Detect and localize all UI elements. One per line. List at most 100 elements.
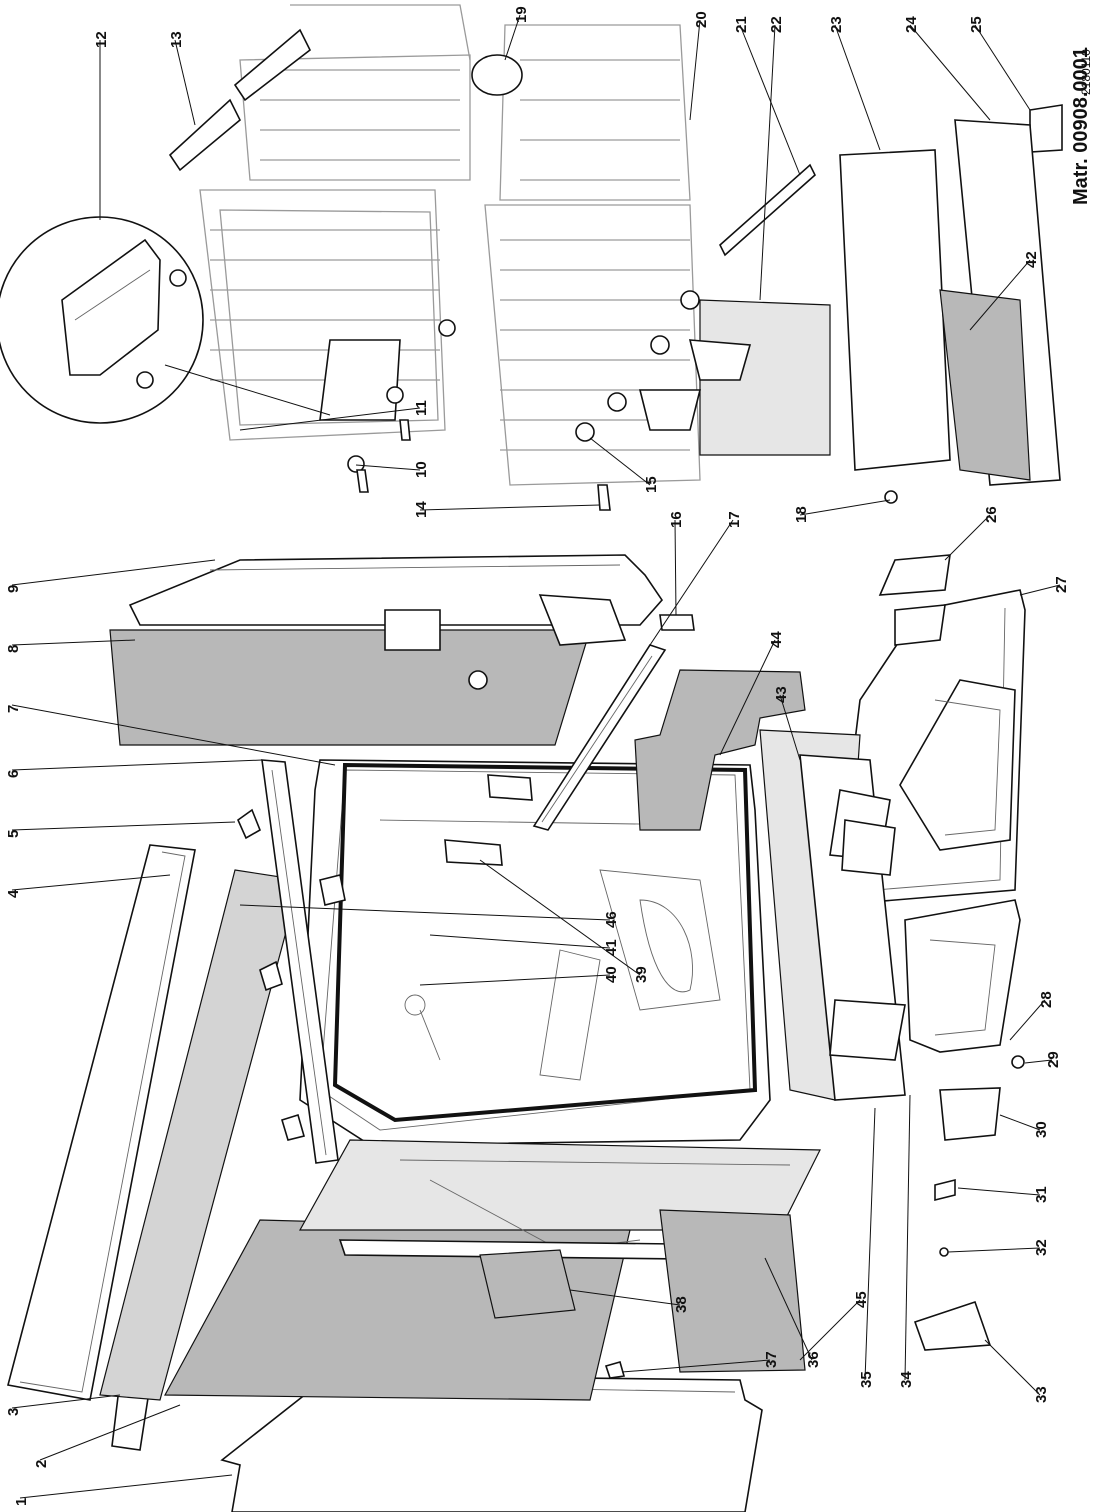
leader-32 — [947, 1247, 1041, 1253]
leader-11 — [239, 407, 421, 431]
spray-part-13a — [168, 98, 241, 172]
leader-25 — [974, 24, 1031, 111]
cap-16 — [659, 614, 695, 631]
callout-4: 4 — [5, 889, 22, 898]
callout-3: 3 — [5, 1408, 22, 1416]
leader-19 — [504, 14, 521, 61]
leader-17 — [649, 519, 734, 646]
leader-9 — [11, 559, 216, 586]
callout-23: 23 — [828, 16, 845, 33]
leader-4 — [11, 874, 171, 891]
callout-35: 35 — [858, 1371, 875, 1388]
cap-19 — [471, 54, 523, 96]
rail-17 — [532, 644, 667, 831]
leader-1 — [19, 1474, 233, 1499]
callout-46: 46 — [603, 911, 620, 928]
leader-41 — [429, 934, 611, 949]
lower-basket — [484, 24, 701, 486]
leader-26 — [944, 514, 991, 561]
callout-15: 15 — [643, 476, 660, 493]
callout-38: 38 — [673, 1296, 690, 1313]
callout-29: 29 — [1045, 1051, 1062, 1068]
leader-44 — [719, 639, 776, 756]
upper-rail — [261, 759, 339, 1164]
callout-43: 43 — [773, 686, 790, 703]
callout-22: 22 — [768, 16, 785, 33]
side-panel-right — [109, 554, 664, 746]
callout-8: 8 — [5, 645, 22, 653]
callout-16: 16 — [668, 511, 685, 528]
screw-31 — [934, 1178, 956, 1202]
drawing-title: Matr. 00908.0001 — [1070, 47, 1092, 205]
callout-36: 36 — [805, 1351, 822, 1368]
leader-21 — [739, 24, 801, 176]
callout-42: 42 — [1023, 251, 1040, 268]
clip-37 — [604, 1361, 626, 1379]
callout-7: 7 — [5, 705, 22, 713]
leader-34 — [904, 1094, 911, 1381]
leader-7 — [11, 704, 336, 766]
grey-plate-38 — [479, 1249, 576, 1319]
leader-15 — [589, 437, 651, 486]
leader-18 — [799, 499, 891, 516]
leader-46 — [239, 904, 611, 921]
tub-body — [298, 759, 821, 1251]
callout-19: 19 — [513, 6, 530, 23]
leader-31 — [957, 1187, 1041, 1196]
door-assembly — [759, 589, 1026, 1101]
leader-16 — [674, 519, 677, 616]
leader-8 — [11, 639, 136, 646]
callout-32: 32 — [1033, 1239, 1050, 1256]
callout-12: 12 — [93, 31, 110, 48]
callout-5: 5 — [5, 830, 22, 838]
callout-45: 45 — [853, 1291, 870, 1308]
washer-32 — [939, 1247, 949, 1257]
spray-part-13b — [233, 28, 312, 102]
callout-20: 20 — [693, 11, 710, 28]
callout-13: 13 — [168, 31, 185, 48]
callout-28: 28 — [1038, 991, 1055, 1008]
callout-1: 1 — [13, 1498, 30, 1506]
leader-20 — [689, 19, 701, 121]
callout-40: 40 — [603, 966, 620, 983]
bracket-26 — [878, 554, 951, 596]
callout-18: 18 — [793, 506, 810, 523]
leader-33 — [984, 1339, 1041, 1396]
control-panel — [839, 119, 1061, 486]
strip-21 — [719, 163, 816, 257]
rack-holder-39 — [444, 774, 533, 866]
knob-25 — [1029, 104, 1063, 153]
callout-9: 9 — [5, 585, 22, 593]
callout-26: 26 — [983, 506, 1000, 523]
callout-21: 21 — [733, 16, 750, 33]
leader-43 — [779, 694, 801, 761]
top-cover — [7, 844, 196, 1401]
callout-31: 31 — [1033, 1186, 1050, 1203]
callout-14: 14 — [413, 501, 430, 518]
leader-23 — [834, 24, 881, 151]
bracket-45 — [659, 1209, 806, 1373]
leader-24 — [909, 24, 991, 121]
leader-37 — [621, 1359, 771, 1373]
detail-magnifier-12 — [0, 216, 331, 424]
callout-25: 25 — [968, 16, 985, 33]
callout-37: 37 — [763, 1351, 780, 1368]
insulation-44 — [634, 669, 806, 831]
leader-35 — [864, 1107, 876, 1381]
leader-28 — [1009, 999, 1046, 1041]
leader-27 — [1019, 584, 1061, 596]
leader-14 — [419, 504, 601, 511]
leader-lines — [11, 14, 1061, 1499]
callout-41: 41 — [603, 939, 620, 956]
callout-10: 10 — [413, 461, 430, 478]
leader-42 — [969, 259, 1031, 331]
leader-38 — [569, 1289, 681, 1306]
leader-3 — [11, 1394, 121, 1409]
cutlery-basket — [638, 299, 831, 456]
upper-basket — [199, 4, 471, 441]
callout-17: 17 — [726, 511, 743, 528]
leader-13 — [174, 39, 196, 126]
leader-40 — [419, 974, 611, 986]
